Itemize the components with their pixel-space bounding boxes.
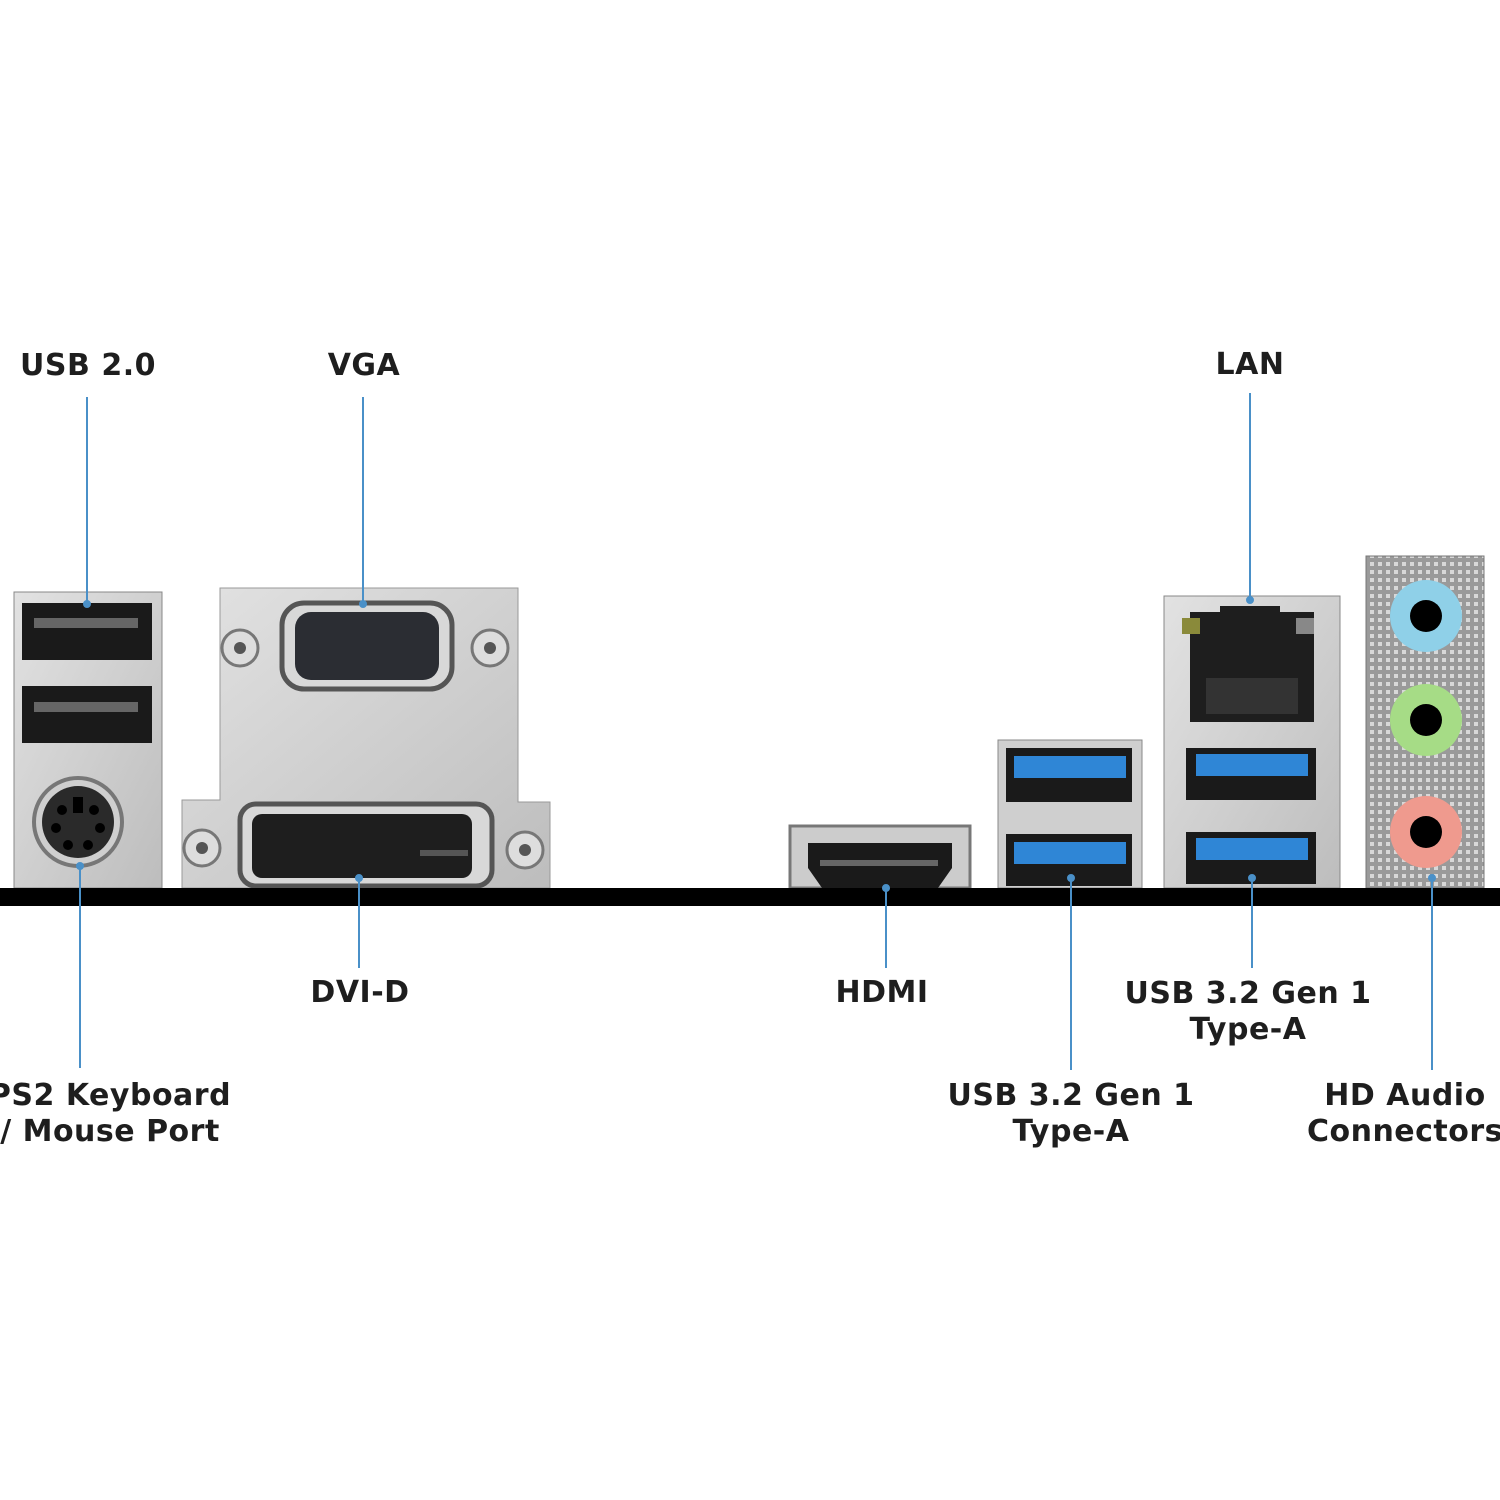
usb32-port-stack-middle <box>997 739 1143 889</box>
dvi-d-port <box>182 801 545 889</box>
audio-jack-line-out <box>1390 684 1462 756</box>
vga-port <box>220 600 510 692</box>
usb2-port-top <box>22 603 152 660</box>
label-hdmi: HDMI <box>835 975 929 1010</box>
label-dvid: DVI-D <box>310 975 410 1010</box>
usb2-ps2-port-stack <box>13 591 163 889</box>
hd-audio-jacks <box>1365 555 1485 889</box>
baseline-bar <box>0 888 1500 906</box>
label-line: / Mouse Port <box>0 1114 220 1149</box>
audio-jack-line-in <box>1390 580 1462 652</box>
label-line: PS2 Keyboard <box>0 1078 232 1113</box>
hdmi-port <box>788 824 972 890</box>
label-lan: LAN <box>1215 347 1285 382</box>
label-usb20: USB 2.0 <box>20 348 156 383</box>
usb2-port-bottom <box>22 686 152 743</box>
ps2-port <box>32 776 124 868</box>
label-line: Type-A <box>1012 1114 1130 1149</box>
label-line: Connectors <box>1306 1114 1500 1149</box>
audio-jack-mic <box>1390 796 1462 868</box>
label-line: USB 3.2 Gen 1 <box>947 1078 1195 1113</box>
leader-lines <box>76 393 1436 1070</box>
label-audio: HD Audio Connectors <box>1307 1078 1500 1150</box>
lan-port <box>1182 606 1314 722</box>
label-usb32-mid: USB 3.2 Gen 1 Type-A <box>947 1078 1194 1150</box>
label-line: HD Audio <box>1324 1078 1486 1113</box>
lan-usb32-port-stack <box>1163 595 1341 889</box>
label-vga: VGA <box>327 348 401 383</box>
label-line: Type-A <box>1189 1012 1307 1047</box>
label-usb32-right: USB 3.2 Gen 1 Type-A <box>1124 976 1371 1048</box>
vga-dvi-port-plate <box>181 587 551 889</box>
label-line: USB 3.2 Gen 1 <box>1124 976 1372 1011</box>
label-ps2: PS2 Keyboard / Mouse Port <box>0 1078 231 1150</box>
